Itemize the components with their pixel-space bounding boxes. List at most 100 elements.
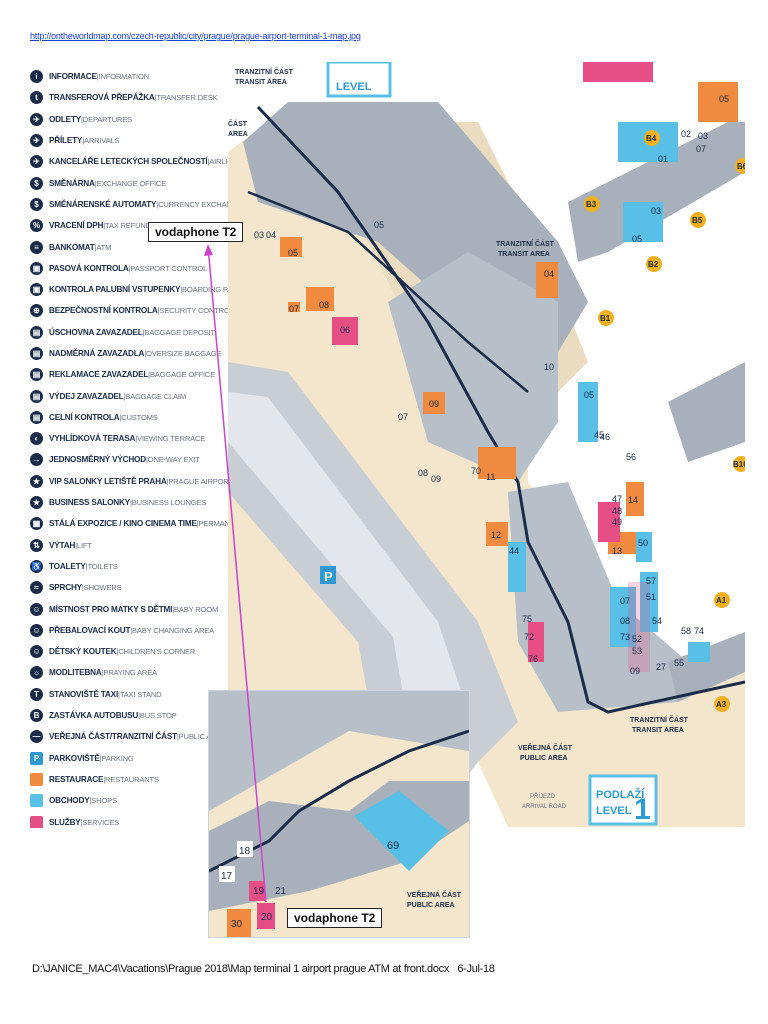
svg-text:A3: A3 [716, 700, 727, 709]
legend-icon: ▣ [30, 261, 43, 275]
legend-label-en: OVERSIZE BAGGAGE [146, 349, 222, 358]
restaurant-04 [536, 262, 558, 298]
svg-text:10: 10 [544, 362, 554, 372]
level-badge-top [326, 62, 392, 98]
legend-icon: ♿ [30, 559, 43, 573]
legend-icon: ☺ [30, 623, 43, 637]
svg-text:09: 09 [429, 399, 439, 409]
legend-label-en: TOILETS [87, 561, 118, 571]
pier-east [668, 362, 745, 462]
svg-text:B3: B3 [586, 200, 597, 209]
legend-icon: ⇅ [30, 538, 43, 552]
legend-label-cz: RESTAURACE [49, 774, 104, 784]
legend-icon: P [30, 751, 43, 765]
legend-label-en: TAX REFUND [105, 221, 151, 231]
svg-text:44: 44 [509, 546, 519, 556]
legend-icon: ✈ [30, 134, 43, 148]
legend-icon: — [30, 730, 43, 744]
legend-icon: ▦ [30, 517, 43, 531]
svg-text:11: 11 [486, 472, 495, 482]
source-url[interactable]: http://ontheworldmap.com/czech-republic/… [30, 31, 361, 41]
level-badge-top-en: LEVEL [336, 81, 372, 93]
legend-item: ★BUSINESS SALONKY | BUSINESS LOUNGES [30, 492, 230, 513]
transit-mid-cz: TRANZITNÍ ČÁST [496, 239, 555, 248]
svg-text:B2: B2 [648, 260, 659, 269]
public-area-cz: VEŘEJNÁ ČÁST [518, 743, 573, 752]
gate-markers: B4 B3 B5 B2 B1 B6 B10 A1 A3 [584, 130, 745, 712]
legend-label-en: AIRLINE OFFICES [209, 157, 230, 167]
legend-label-cz: KANCELÁŘE LETECKÝCH SPOLEČNOSTÍ [49, 157, 208, 167]
svg-text:05: 05 [719, 94, 729, 104]
legend-item: ☺DĚTSKÝ KOUTEK | CHILDREN'S CORNER [30, 641, 230, 662]
legend-label-en: PERMANENT EXHIBITION [198, 519, 230, 529]
inset-map-svg: 69 18 17 19 21 20 30 VEŘEJNÁ ČÁST PUBLIC… [209, 691, 469, 937]
legend-icon: ≈ [30, 581, 43, 595]
parking-icon [320, 566, 336, 584]
inset-unit-21: 21 [275, 886, 287, 897]
legend-label-cz: ODLETY [49, 114, 82, 124]
legend-label-en: LIFT [76, 540, 92, 550]
legend-item: ✈PŘÍLETY | ARRIVALS [30, 130, 230, 151]
legend-label-en: SECURITY CONTROL [159, 306, 230, 316]
legend-label-en: ATM [96, 242, 112, 252]
legend-label-cz: VRACENÍ DPH [49, 221, 104, 231]
inset-building [209, 691, 469, 811]
legend-icon [30, 794, 43, 808]
document-footer: D:\JANICE_MAC4\Vacations\Prague 2018\Map… [32, 963, 495, 975]
transit-boundary-2 [247, 190, 529, 393]
cast-partial-cz: ČÁST [228, 119, 248, 128]
legend-item: ▣PASOVÁ KONTROLA | PASSPORT CONTROL [30, 258, 230, 279]
arrival-road-cz: PŘÍJEZD [530, 792, 556, 800]
legend-item: ⊕BEZPEČNOSTNÍ KONTROLA | SECURITY CONTRO… [30, 300, 230, 321]
inset-unit-18: 18 [239, 846, 251, 857]
restaurant-05-top [698, 82, 738, 122]
level-badge [588, 774, 658, 826]
svg-text:07: 07 [696, 144, 706, 154]
legend-label-en: TRANSFER DESK [156, 93, 218, 103]
svg-text:76: 76 [528, 654, 538, 664]
svg-text:02: 02 [681, 129, 691, 139]
legend-item: ▤NADMĚRNÁ ZAVAZADLA | OVERSIZE BAGGAGE [30, 343, 230, 364]
svg-text:13: 13 [612, 546, 622, 556]
legend-label-en: INFORMATION [98, 72, 150, 82]
legend-icon: ▤ [30, 410, 43, 424]
legend-label-en: EXCHANGE OFFICE [96, 178, 167, 188]
svg-text:07: 07 [289, 304, 299, 314]
legend-label-cz: ÚSCHOVNA ZAVAZADEL [49, 327, 143, 337]
legend-label-en: BUSINESS LOUNGES [131, 498, 207, 508]
legend-item: ▤ÚSCHOVNA ZAVAZADEL | BAGGAGE DEPOSIT [30, 322, 230, 343]
svg-text:73: 73 [620, 632, 630, 642]
legend-icon: ★ [30, 474, 43, 488]
inset-unit-69: 69 [387, 840, 399, 852]
legend-label-cz: BUSINESS SALONKY [49, 498, 130, 508]
legend-item: ⇅VÝTAH | LIFT [30, 535, 230, 556]
legend-label-cz: OBCHODY [49, 796, 90, 806]
legend-icon: ✈ [30, 112, 43, 126]
legend-label-cz: PŘÍLETY [49, 136, 83, 146]
svg-text:03: 03 [698, 131, 708, 141]
service-72 [528, 622, 544, 662]
svg-text:06: 06 [340, 325, 350, 335]
svg-text:B4: B4 [646, 134, 657, 143]
svg-text:B10: B10 [733, 460, 745, 469]
svg-text:09: 09 [431, 474, 441, 484]
legend-label-cz: BEZPEČNOSTNÍ KONTROLA [49, 306, 158, 316]
service-top [583, 62, 653, 82]
legend-label-en: BOARDING PASS CONTROL [182, 285, 230, 295]
legend-label-cz: VIP SALONKY LETIŠTĚ PRAHA [49, 476, 167, 486]
legend-label-en: DEPARTURES [82, 114, 132, 124]
footer-path: D:\JANICE_MAC4\Vacations\Prague 2018\Map… [32, 963, 450, 975]
legend-item: OBCHODY | SHOPS [30, 790, 230, 811]
svg-text:B5: B5 [692, 216, 703, 225]
shop-51-54 [640, 572, 658, 632]
inset-shop-69 [354, 791, 449, 871]
svg-text:14: 14 [628, 495, 638, 505]
legend-label-cz: DĚTSKÝ KOUTEK [49, 647, 117, 657]
legend-label-cz: INFORMACE [49, 72, 97, 82]
legend-item: ≡BANKOMAT | ATM [30, 236, 230, 257]
transit-top-en: TRANSIT AREA [235, 79, 287, 86]
legend-icon: ▣ [30, 283, 43, 297]
legend-icon [30, 815, 43, 828]
